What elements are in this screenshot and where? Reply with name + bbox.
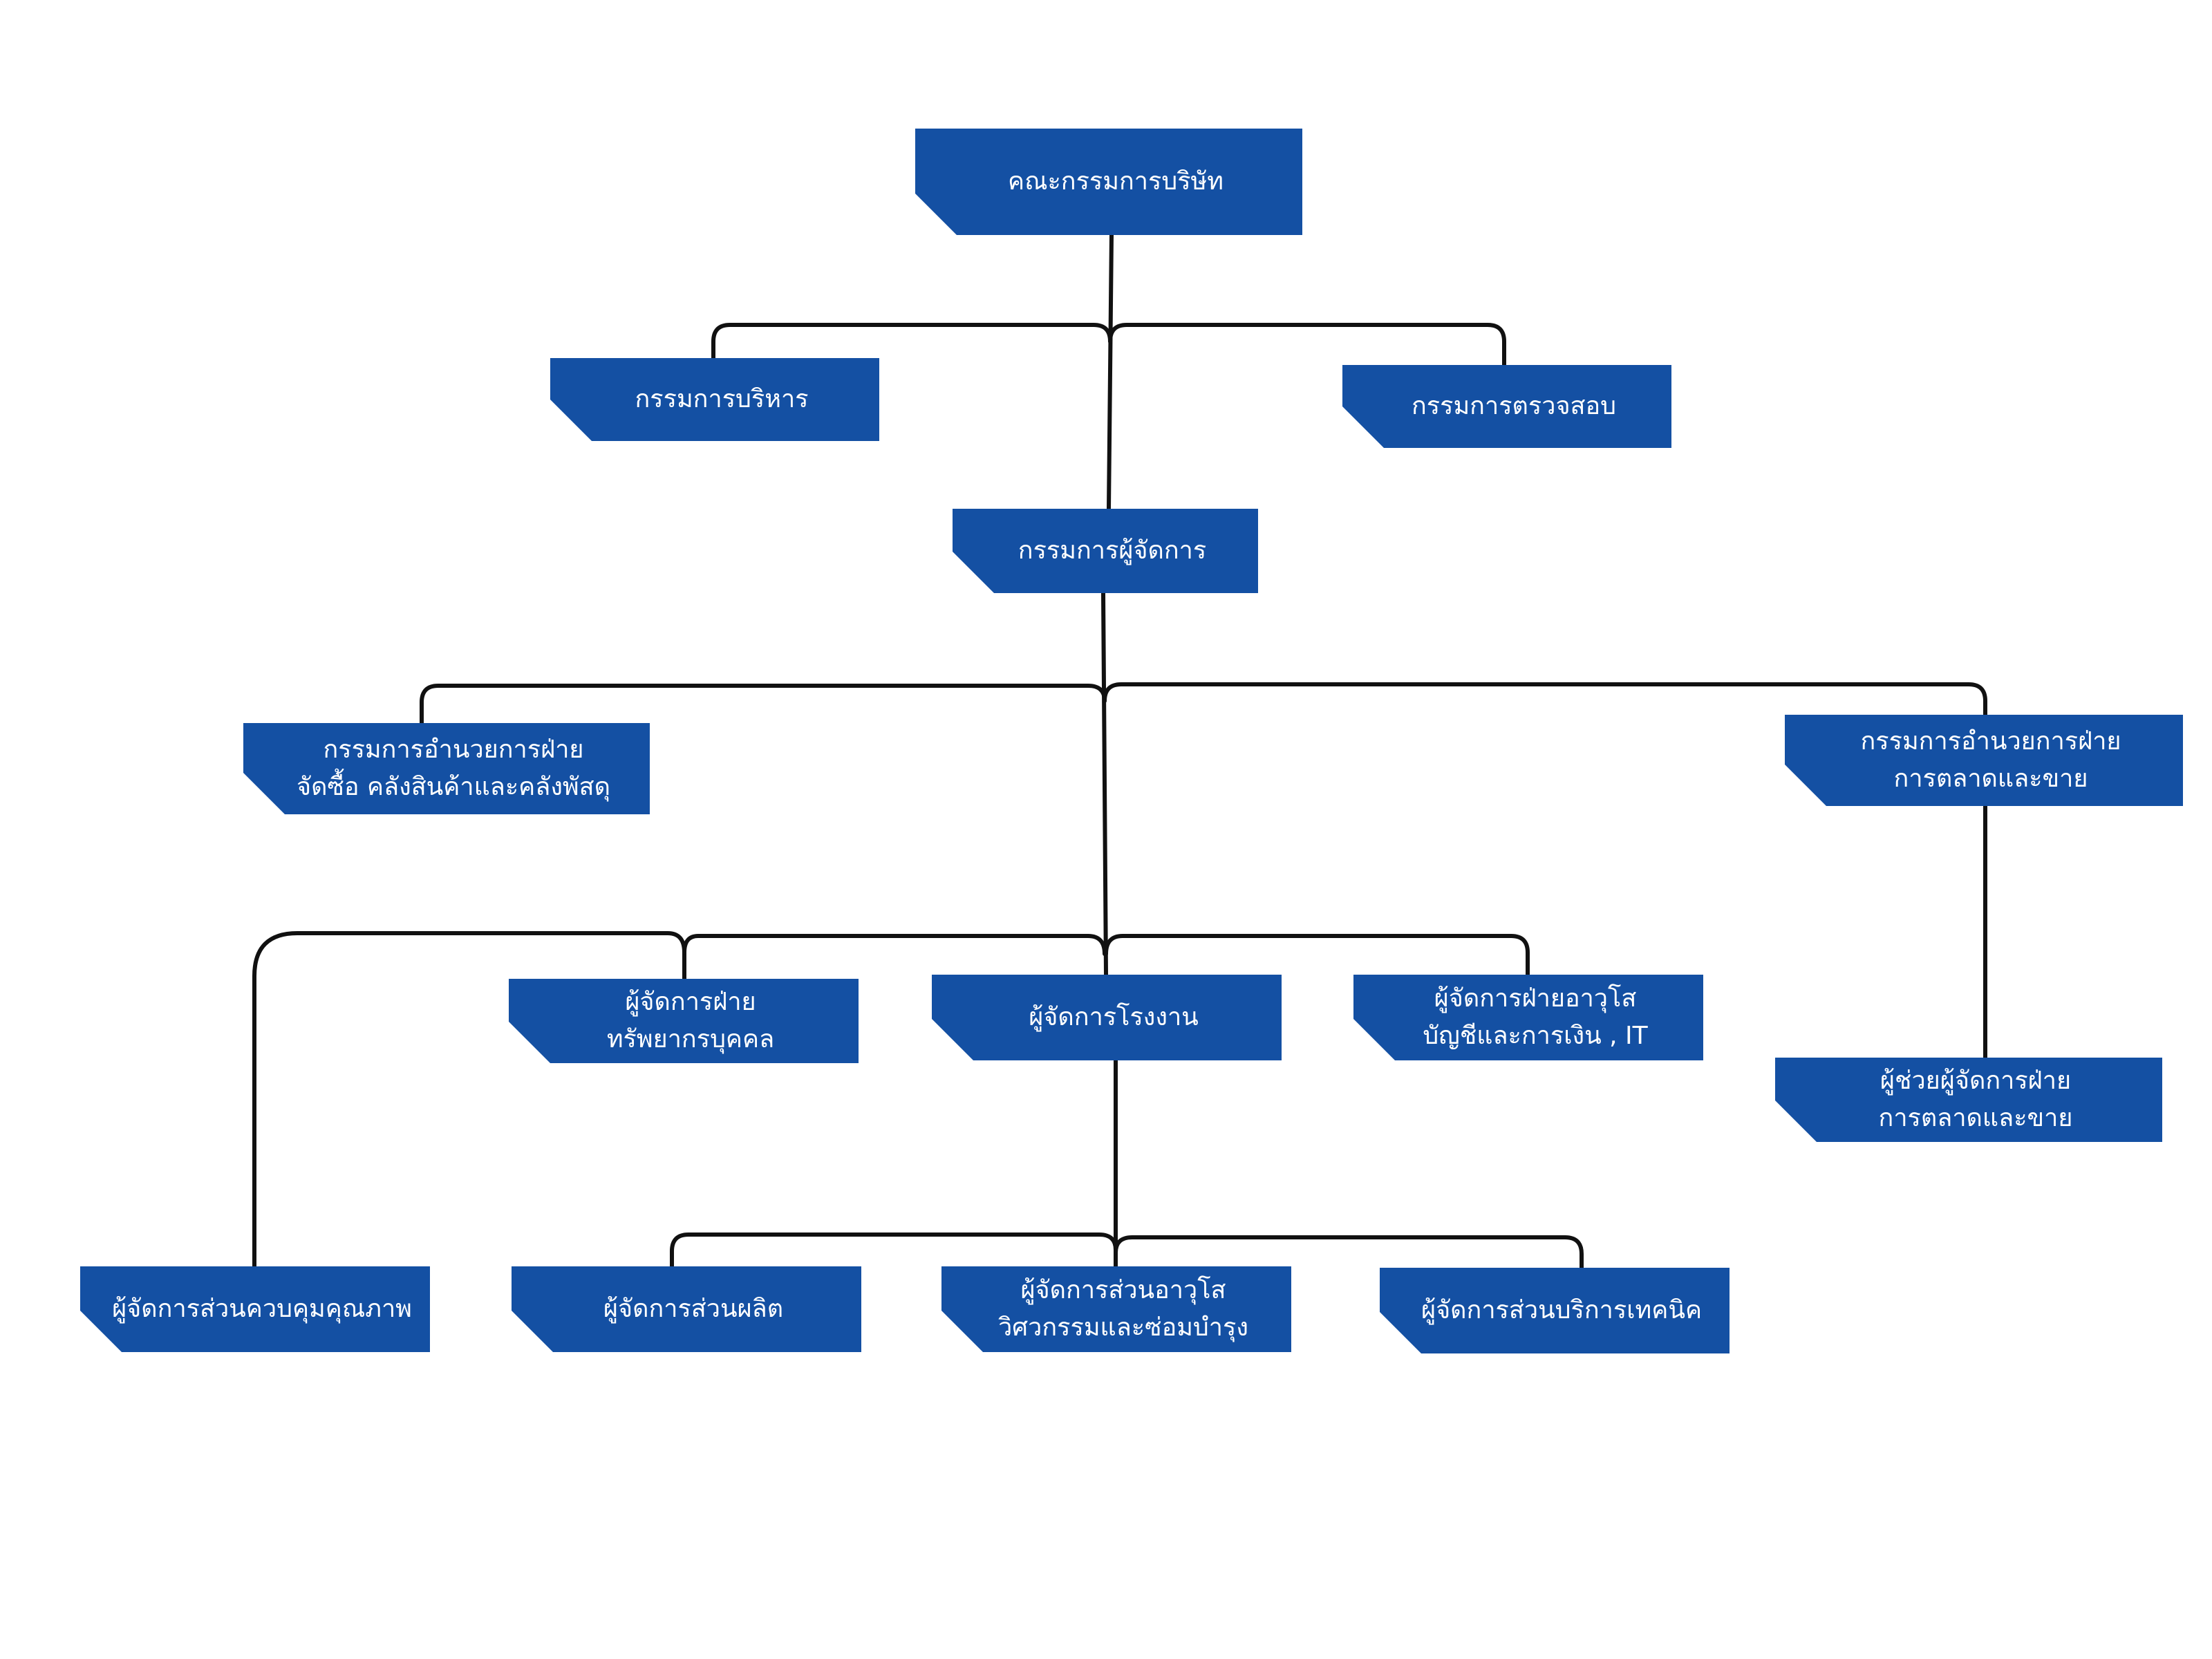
node-manager-production: ผู้จัดการส่วนผลิต [512, 1266, 861, 1352]
node-executive-committee: กรรมการบริหาร [550, 358, 879, 441]
node-managing-director: กรรมการผู้จัดการ [953, 509, 1258, 593]
node-label: ผู้จัดการส่วนผลิต [603, 1295, 784, 1323]
connector-md-to-plant [1101, 591, 1108, 977]
node-label: กรรมการอำนวยการฝ่าย การตลาดและขาย [1860, 727, 2121, 793]
node-plant-manager: ผู้จัดการโรงงาน [932, 975, 1282, 1060]
node-label: กรรมการบริหาร [635, 385, 809, 413]
connector-board-to-audit [1108, 323, 1506, 367]
connector-to-production [670, 1232, 1118, 1268]
connector-board-to-exec [711, 323, 1112, 360]
node-label: ผู้จัดการฝ่ายอาวุโส บัญชีและการเงิน , IT [1423, 984, 1648, 1050]
connector-to-qc [252, 931, 686, 1268]
connector-to-technical [1114, 1235, 1584, 1270]
node-director-marketing: กรรมการอำนวยการฝ่าย การตลาดและขาย [1785, 715, 2183, 806]
node-director-purchasing: กรรมการอำนวยการฝ่าย จัดซื้อ คลังสินค้าแล… [243, 723, 650, 814]
node-label: ผู้ช่วยผู้จัดการฝ่าย การตลาดและขาย [1878, 1067, 2073, 1132]
node-label: ผู้จัดการโรงงาน [1029, 1003, 1199, 1031]
node-board-of-directors: คณะกรรมการบริษัท [915, 129, 1302, 235]
node-audit-committee: กรรมการตรวจสอบ [1342, 365, 1671, 448]
connector-board-to-md [1107, 233, 1114, 511]
node-manager-hr: ผู้จัดการฝ่าย ทรัพยากรบุคคล [509, 979, 859, 1063]
node-manager-qc: ผู้จัดการส่วนควบคุมคุณภาพ [80, 1266, 430, 1352]
node-manager-accounting: ผู้จัดการฝ่ายอาวุโส บัญชีและการเงิน , IT [1353, 975, 1703, 1060]
node-manager-technical: ผู้จัดการส่วนบริการเทคนิค [1380, 1268, 1730, 1353]
connector-md-to-purchasing [420, 684, 1107, 725]
node-assistant-marketing: ผู้ช่วยผู้จัดการฝ่าย การตลาดและขาย [1775, 1058, 2162, 1142]
node-label: ผู้จัดการส่วนอาวุโส วิศวกรรมและซ่อมบำรุง [998, 1276, 1248, 1342]
node-label: คณะกรรมการบริษัท [1007, 167, 1224, 196]
connector-to-hr [682, 934, 1107, 981]
node-label: ผู้จัดการฝ่าย ทรัพยากรบุคคล [606, 988, 775, 1053]
node-label: กรรมการอำนวยการฝ่าย จัดซื้อ คลังสินค้าแล… [297, 735, 610, 801]
node-label: กรรมการผู้จัดการ [1018, 536, 1207, 565]
node-label: ผู้จัดการส่วนบริการเทคนิค [1421, 1296, 1703, 1324]
node-manager-engineering: ผู้จัดการส่วนอาวุโส วิศวกรรมและซ่อมบำรุง [941, 1266, 1291, 1352]
node-label: ผู้จัดการส่วนควบคุมคุณภาพ [112, 1295, 412, 1323]
connector-to-acct [1104, 934, 1530, 977]
node-label: กรรมการตรวจสอบ [1411, 392, 1616, 420]
connector-md-to-marketing [1103, 682, 1987, 717]
